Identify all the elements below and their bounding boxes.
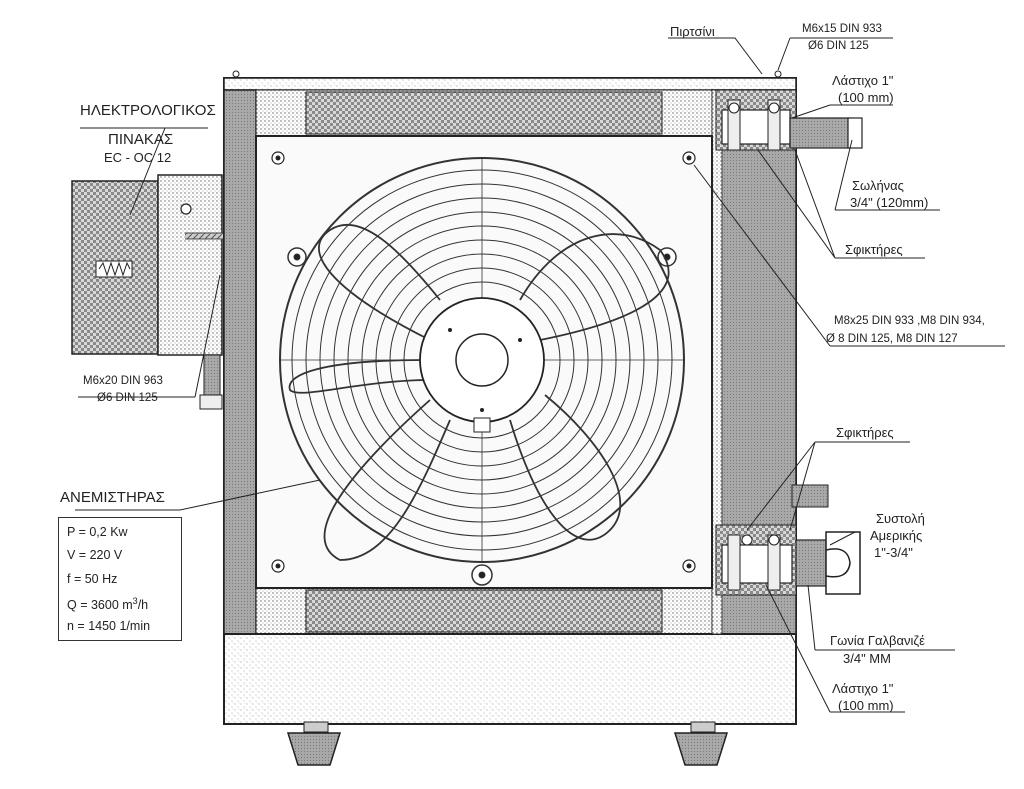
rubber-top-label-2: (100 mm) (838, 90, 894, 105)
spec-speed: n = 1450 1/min (67, 619, 151, 633)
top-pipe-assembly (232, 70, 863, 151)
panel-label-1: ΗΛΕΚΤΡΟΛΟΓΙΚΟΣ (80, 102, 216, 119)
elbow-label-2: 3/4" MM (843, 651, 891, 666)
leader-lines (75, 37, 1005, 713)
panel-label-2: ΠΙΝΑΚΑΣ (108, 131, 174, 148)
spec-power: P = 0,2 Kw (67, 525, 128, 539)
reducer-label-3: 1"-3/4" (874, 545, 913, 560)
feet (286, 721, 729, 766)
fan-blades (288, 223, 670, 561)
spec-frequency: f = 50 Hz (67, 572, 118, 586)
hose-label-2: 3/4" (120mm) (850, 195, 929, 210)
fan-title: ΑΝΕΜΙΣΤΗΡΑΣ (60, 489, 165, 506)
fan-spec-table: P = 0,2 Kw V = 220 V f = 50 Hz Q = 3600 … (58, 517, 182, 641)
rubber-bottom-label-2: (100 mm) (838, 698, 894, 713)
fan-guard (279, 157, 685, 586)
reducer-label-1: Συστολή (876, 511, 925, 526)
bottom-pipe-assembly (715, 484, 861, 596)
bolt-left-label-2: Ø6 DIN 125 (97, 392, 158, 404)
reducer-label-2: Αμερικής (870, 528, 923, 543)
elbow-label-1: Γωνία Γαλβανιζέ (830, 633, 925, 648)
piston-label: Πιρτσίνι (670, 24, 715, 39)
spec-voltage: V = 220 V (67, 548, 123, 562)
clamps-top-label: Σφικτήρες (845, 242, 903, 257)
spec-flow: Q = 3600 m3/h (67, 596, 149, 613)
fan-hub (419, 297, 545, 433)
panel-label-3: EC - OC 12 (104, 150, 172, 165)
hose-label-1: Σωλήνας (852, 178, 904, 193)
electrical-panel (71, 174, 223, 356)
bolt-right-label-2: Ø 8 DIN 125, M8 DIN 127 (826, 333, 958, 345)
bolt-right-label-1: M8x25 DIN 933 ,M8 DIN 934, (834, 315, 985, 327)
clamps-bottom-label: Σφικτήρες (836, 425, 894, 440)
bolt-left-label-1: M6x20 DIN 963 (83, 375, 163, 387)
rubber-bottom-label-1: Λάστιχο 1" (832, 681, 894, 696)
bolt-top-label-2: Ø6 DIN 125 (808, 40, 869, 52)
bolt-top-label-1: M6x15 DIN 933 (802, 23, 882, 35)
rubber-top-label-1: Λάστιχο 1" (832, 73, 894, 88)
